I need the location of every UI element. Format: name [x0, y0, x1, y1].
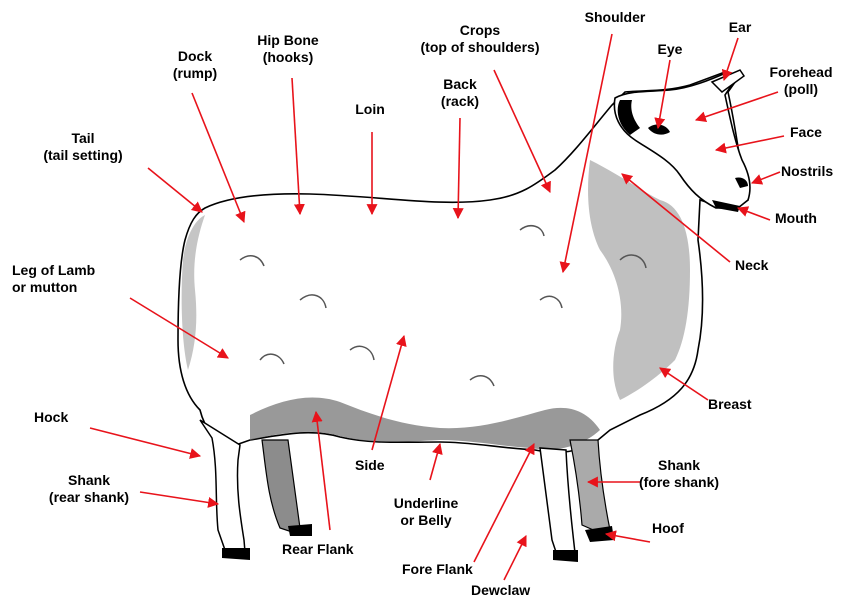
- label-hipbone-line1: Hip Bone: [246, 32, 330, 49]
- label-neck: Neck: [735, 257, 768, 274]
- arrow-mouth: [738, 208, 770, 220]
- label-foreshank-line2: (fore shank): [626, 474, 732, 491]
- label-ear: Ear: [720, 19, 760, 36]
- label-dock-line2: (rump): [160, 65, 230, 82]
- arrow-underline: [430, 444, 440, 480]
- label-hipbone: Hip Bone (hooks): [246, 32, 330, 66]
- label-mouth: Mouth: [775, 210, 817, 227]
- label-side: Side: [355, 457, 385, 474]
- label-rearshank: Shank (rear shank): [34, 472, 144, 506]
- label-dewclaw-line1: Dewclaw: [471, 582, 530, 599]
- hoof-rear-right: [288, 524, 312, 536]
- label-crops-line2: (top of shoulders): [400, 39, 560, 56]
- label-foreflank-line1: Fore Flank: [402, 561, 473, 578]
- label-dewclaw: Dewclaw: [471, 582, 530, 599]
- label-underline: Underline or Belly: [376, 495, 476, 529]
- hoof-fore-left: [553, 550, 578, 562]
- label-eye: Eye: [648, 41, 692, 58]
- label-back-line1: Back: [430, 76, 490, 93]
- label-loin: Loin: [340, 101, 400, 118]
- label-rearflank: Rear Flank: [282, 541, 354, 558]
- label-face-line1: Face: [790, 124, 822, 141]
- label-hoof-line1: Hoof: [652, 520, 684, 537]
- label-crops: Crops (top of shoulders): [400, 22, 560, 56]
- label-tail-line2: (tail setting): [28, 147, 138, 164]
- arrow-foreflank: [474, 444, 534, 562]
- label-rearflank-line1: Rear Flank: [282, 541, 354, 558]
- label-nostrils: Nostrils: [781, 163, 833, 180]
- label-foreshank-line1: Shank: [626, 457, 732, 474]
- label-leg-line1: Leg of Lamb: [12, 262, 95, 279]
- label-breast-line1: Breast: [708, 396, 752, 413]
- arrow-hock: [90, 428, 200, 456]
- label-shoulder-line1: Shoulder: [570, 9, 660, 26]
- label-forehead-line1: Forehead: [758, 64, 844, 81]
- hoof-rear-left: [222, 548, 250, 560]
- label-leg: Leg of Lamb or mutton: [12, 262, 95, 296]
- label-back-line2: (rack): [430, 93, 490, 110]
- label-face: Face: [790, 124, 822, 141]
- label-nostrils-line1: Nostrils: [781, 163, 833, 180]
- fore-leg-left: [540, 448, 575, 553]
- arrow-rearshank: [140, 492, 218, 504]
- label-hipbone-line2: (hooks): [246, 49, 330, 66]
- label-tail: Tail (tail setting): [28, 130, 138, 164]
- label-hoof: Hoof: [652, 520, 684, 537]
- label-back: Back (rack): [430, 76, 490, 110]
- arrow-crops: [494, 70, 550, 192]
- label-forehead-line2: (poll): [758, 81, 844, 98]
- label-hock-line1: Hock: [34, 409, 68, 426]
- label-leg-line2: or mutton: [12, 279, 95, 296]
- label-forehead: Forehead (poll): [758, 64, 844, 98]
- label-side-line1: Side: [355, 457, 385, 474]
- label-underline-line1: Underline: [376, 495, 476, 512]
- fore-leg-right: [570, 440, 610, 532]
- label-loin-line1: Loin: [340, 101, 400, 118]
- label-tail-line1: Tail: [28, 130, 138, 147]
- label-hock: Hock: [34, 409, 68, 426]
- label-eye-line1: Eye: [648, 41, 692, 58]
- label-dock-line1: Dock: [160, 48, 230, 65]
- label-foreshank: Shank (fore shank): [626, 457, 732, 491]
- label-foreflank: Fore Flank: [402, 561, 473, 578]
- label-rearshank-line2: (rear shank): [34, 489, 144, 506]
- label-dock: Dock (rump): [160, 48, 230, 82]
- label-rearshank-line1: Shank: [34, 472, 144, 489]
- label-underline-line2: or Belly: [376, 512, 476, 529]
- label-ear-line1: Ear: [720, 19, 760, 36]
- rear-leg-right: [262, 440, 300, 532]
- label-breast: Breast: [708, 396, 752, 413]
- label-mouth-line1: Mouth: [775, 210, 817, 227]
- label-crops-line1: Crops: [400, 22, 560, 39]
- arrow-nostrils: [752, 172, 780, 183]
- arrow-dewclaw: [504, 536, 526, 580]
- label-neck-line1: Neck: [735, 257, 768, 274]
- label-shoulder: Shoulder: [570, 9, 660, 26]
- arrow-tail: [148, 168, 202, 212]
